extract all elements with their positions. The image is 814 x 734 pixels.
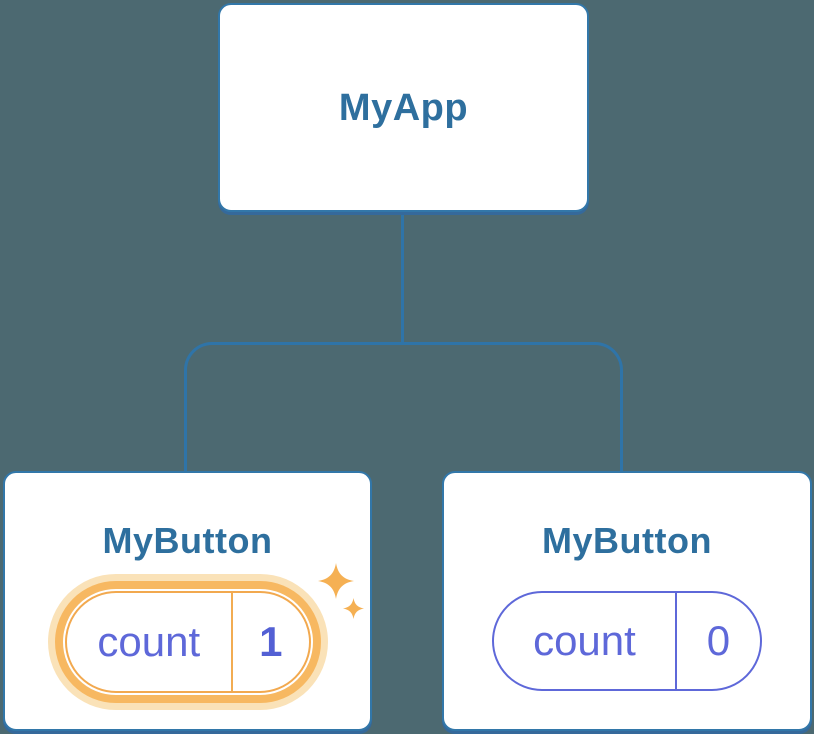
component-node-myapp: MyApp: [218, 3, 589, 212]
component-node-mybutton-right: MyButton count 0: [442, 471, 812, 731]
tree-connector-root-stem: [401, 212, 404, 344]
state-key: count: [67, 593, 234, 691]
component-node-mybutton-left: MyButton count 1: [3, 471, 372, 731]
sparkle-icon: [343, 598, 364, 619]
state-key: count: [494, 593, 677, 689]
tree-connector-branch: [184, 342, 623, 472]
state-pill-row: count 0: [492, 591, 762, 691]
sparkle-icon: [318, 563, 354, 599]
state-value: 1: [259, 618, 283, 665]
state-pill-highlighted: count 1: [64, 591, 311, 693]
component-label: MyButton: [542, 520, 712, 561]
state-value: 0: [706, 617, 731, 664]
component-label: MyButton: [102, 520, 273, 561]
state-pill-row: count 1: [64, 591, 311, 693]
state-pill: count 0: [492, 591, 762, 691]
component-label: MyApp: [338, 86, 469, 129]
